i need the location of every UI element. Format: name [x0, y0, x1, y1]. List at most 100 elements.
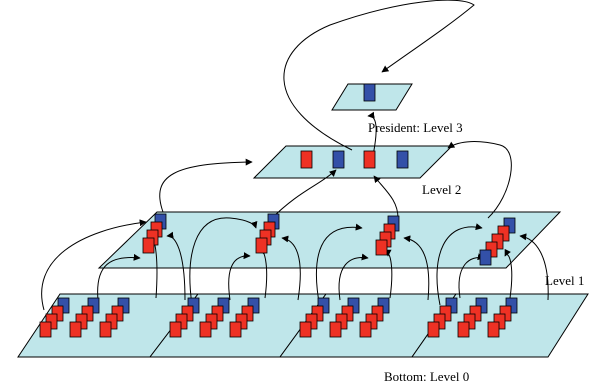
- level-0-stack: [69, 297, 100, 338]
- labels: President: Level 3 Level 2 Level 1 Botto…: [368, 120, 584, 384]
- level-0-block: [463, 313, 476, 330]
- level-0-block: [359, 321, 372, 338]
- level-0-block: [241, 305, 254, 322]
- arrow-to-level1: [228, 252, 251, 301]
- level-0-block: [169, 321, 182, 338]
- level-2-block: [396, 150, 409, 169]
- level-0-block: [69, 321, 82, 338]
- level-0-block: [99, 321, 112, 338]
- level-0-block: [117, 297, 130, 314]
- arrow-to-level2: [447, 141, 512, 219]
- level-0-block: [229, 321, 242, 338]
- arrow-to-level1: [436, 223, 483, 306]
- level-0-block: [311, 305, 324, 322]
- level-0-block: [365, 313, 378, 330]
- level-1-block: [485, 241, 498, 258]
- level-0-block: [341, 305, 354, 322]
- arrow-to-level1: [258, 246, 268, 299]
- level-0-block: [457, 321, 470, 338]
- level-0-stack: [169, 297, 200, 338]
- label-bottom-level-0: Bottom: Level 0: [384, 369, 469, 384]
- level-0-stack: [199, 297, 230, 338]
- level-0-block: [317, 297, 330, 314]
- level-0-block: [247, 297, 260, 314]
- level-0-block: [211, 305, 224, 322]
- level-0-block: [187, 297, 200, 314]
- arrow-to-level1: [315, 223, 363, 309]
- level-0-block: [175, 313, 188, 330]
- level-0-block: [39, 321, 52, 338]
- level-0-stack: [229, 297, 260, 338]
- level-0-stack: [329, 297, 360, 338]
- level-1-block: [479, 249, 492, 266]
- level-2-block: [363, 150, 376, 169]
- level-0-block: [45, 313, 58, 330]
- level-0-block: [347, 297, 360, 314]
- level-0-block: [505, 297, 518, 314]
- level-0-block: [335, 313, 348, 330]
- level-1-stack: [142, 213, 167, 254]
- arrow-to-level2: [159, 158, 253, 213]
- arrow-to-level1: [281, 235, 301, 301]
- level-0-block: [371, 305, 384, 322]
- label-level-2: Level 2: [422, 182, 461, 197]
- arrow-to-level1: [519, 233, 549, 301]
- arrow-to-president: [283, 0, 475, 151]
- level-0-block: [329, 321, 342, 338]
- level-0-block: [377, 297, 390, 314]
- level-1-block: [375, 239, 388, 256]
- level-0-stack: [487, 297, 518, 338]
- level-1-block: [491, 233, 504, 250]
- level-2-block: [300, 150, 313, 169]
- label-president-level-3: President: Level 3: [368, 120, 463, 135]
- level-0-stack: [299, 297, 330, 338]
- level-1-stack: [479, 217, 516, 266]
- level-0-stack: [427, 297, 458, 338]
- level-0-block: [181, 305, 194, 322]
- level-1-block: [497, 225, 510, 242]
- president-block: [363, 83, 376, 102]
- arrow-to-level2: [269, 169, 337, 221]
- level-0-block: [469, 305, 482, 322]
- level-0-block: [475, 297, 488, 314]
- level-0-blocks: [39, 297, 518, 338]
- arrow-to-level1: [166, 231, 186, 301]
- plane-level-2: [252, 145, 454, 179]
- level-0-block: [111, 305, 124, 322]
- level-0-block: [105, 313, 118, 330]
- level-0-block: [235, 313, 248, 330]
- level-0-block: [75, 313, 88, 330]
- level-0-block: [439, 305, 452, 322]
- level-0-block: [487, 321, 500, 338]
- level-0-block: [433, 313, 446, 330]
- level-2-block: [332, 150, 345, 169]
- level-0-block: [427, 321, 440, 338]
- level-0-stack: [359, 297, 390, 338]
- level-1-stack: [375, 215, 400, 256]
- arrow-to-level1: [403, 235, 430, 301]
- arrow-to-level1: [384, 249, 393, 299]
- level-1-block: [503, 217, 516, 234]
- level-2-blocks: [300, 150, 409, 169]
- level-0-stack: [457, 297, 488, 338]
- level-0-block: [305, 313, 318, 330]
- level-0-block: [87, 297, 100, 314]
- arrow-to-level1: [338, 253, 369, 301]
- arrow-to-level1: [97, 253, 141, 301]
- arrow-to-level1: [41, 219, 147, 311]
- level-1-blocks: [142, 213, 516, 266]
- level-1-block: [255, 237, 268, 254]
- level-0-stack: [99, 297, 130, 338]
- level-0-stack: [39, 297, 70, 338]
- label-level-1: Level 1: [545, 273, 584, 288]
- level-0-block: [445, 297, 458, 314]
- level-0-block: [217, 297, 230, 314]
- level-0-block: [199, 321, 212, 338]
- arrow-to-level1: [189, 217, 258, 306]
- level-0-block: [57, 297, 70, 314]
- arrow-to-level1: [504, 248, 513, 299]
- level-1-stack: [255, 213, 280, 254]
- arrows: [41, 0, 549, 311]
- level-3-blocks: [363, 83, 376, 102]
